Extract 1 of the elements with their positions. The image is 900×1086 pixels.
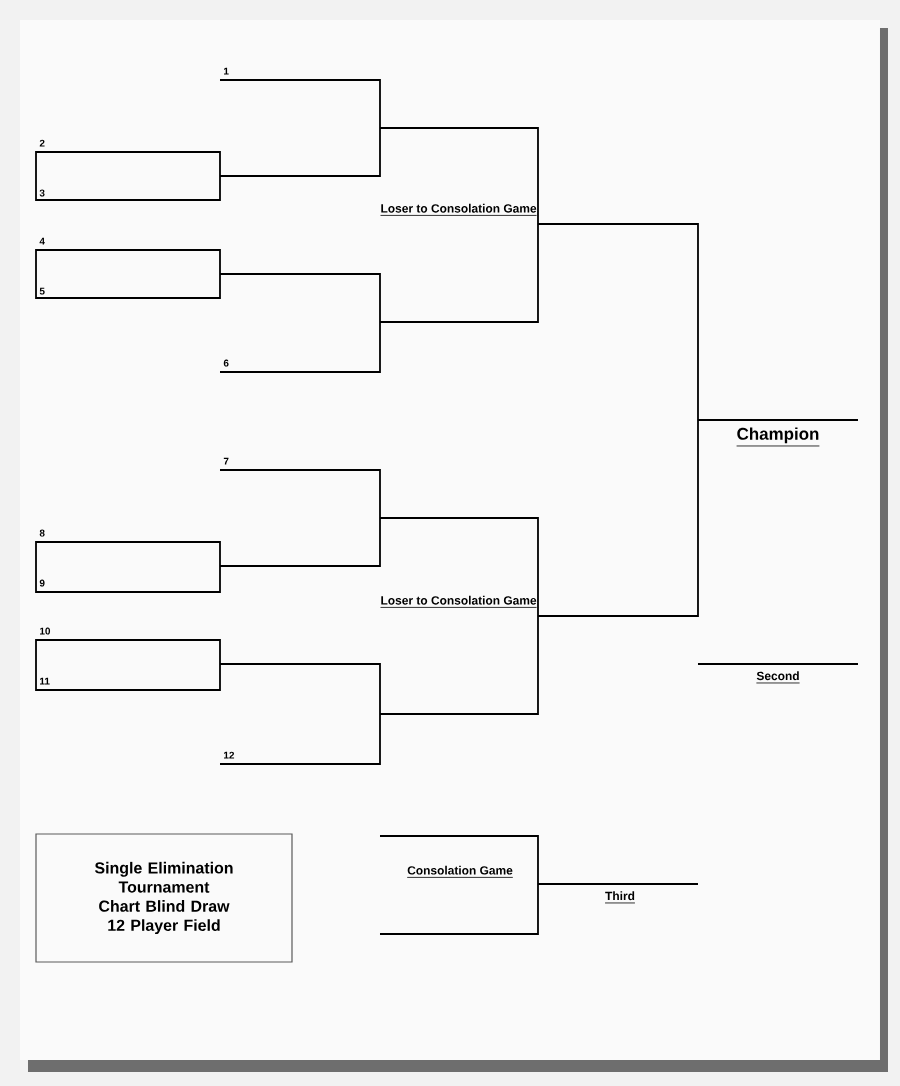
- bracket-label: Champion: [736, 427, 820, 447]
